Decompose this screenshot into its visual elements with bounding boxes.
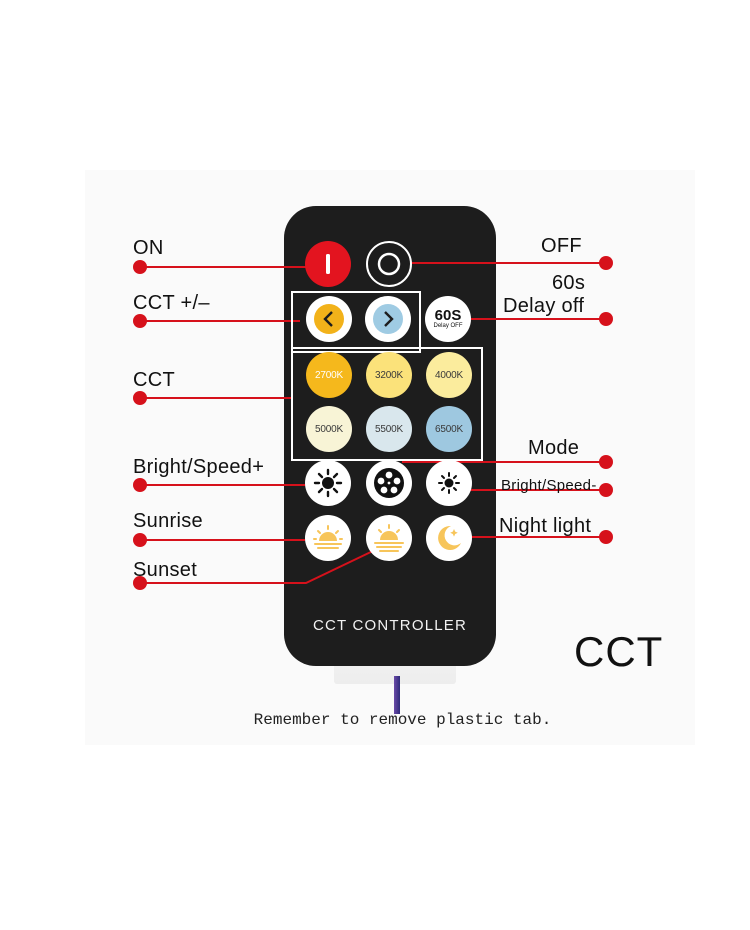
label-off: OFF xyxy=(541,235,582,257)
chevron-right-icon xyxy=(373,304,403,334)
label-bright-minus: Bright/Speed- xyxy=(501,477,597,494)
sun-small-icon xyxy=(438,472,460,494)
power-on-icon xyxy=(326,254,330,274)
plastic-tab-note: Remember to remove plastic tab. xyxy=(253,711,552,729)
label-on: ON xyxy=(133,237,164,259)
sunset-button[interactable] xyxy=(366,515,412,561)
cct-increase-button[interactable] xyxy=(365,296,411,342)
cct-decrease-button[interactable] xyxy=(306,296,352,342)
label-sunset: Sunset xyxy=(133,559,198,581)
preset-3200k-button[interactable]: 3200K xyxy=(366,352,412,398)
preset-3200k-label: 3200K xyxy=(375,369,403,381)
moon-icon xyxy=(438,525,461,550)
label-sunrise: Sunrise xyxy=(133,510,203,532)
sun-large-icon xyxy=(313,468,343,498)
reel-icon xyxy=(374,468,404,498)
mode-button[interactable] xyxy=(366,460,412,506)
label-night-light: Night light xyxy=(499,515,592,537)
power-off-icon xyxy=(377,252,401,276)
cct-adjust-group-box xyxy=(291,291,421,353)
on-button[interactable] xyxy=(305,241,351,287)
chevron-left-icon xyxy=(314,304,344,334)
label-cct: CCT xyxy=(133,369,176,391)
preset-4000k-label: 4000K xyxy=(435,369,463,381)
off-button[interactable] xyxy=(366,241,412,287)
preset-2700k-button[interactable]: 2700K xyxy=(306,352,352,398)
label-mode: Mode xyxy=(528,437,580,459)
delay-off-button[interactable]: 60S Delay OFF xyxy=(425,296,471,342)
battery-ribbon xyxy=(394,676,400,714)
sunrise-icon xyxy=(313,525,343,549)
preset-5500k-label: 5500K xyxy=(375,423,403,435)
label-delay-top: 60s xyxy=(552,272,586,294)
preset-5000k-label: 5000K xyxy=(315,423,343,435)
sunrise-button[interactable] xyxy=(305,515,351,561)
product-title: CCT xyxy=(574,628,664,675)
preset-5500k-button[interactable]: 5500K xyxy=(366,406,412,452)
delay-button-sub-text: Delay OFF xyxy=(433,322,463,329)
preset-6500k-button[interactable]: 6500K xyxy=(426,406,472,452)
preset-6500k-label: 6500K xyxy=(435,423,463,435)
label-bright-plus: Bright/Speed+ xyxy=(133,456,265,478)
preset-2700k-label: 2700K xyxy=(315,369,343,381)
night-light-button[interactable] xyxy=(426,515,472,561)
label-cct-adjust: CCT +/– xyxy=(133,292,210,314)
remote-brand-text: CCT CONTROLLER xyxy=(312,617,468,634)
bright-speed-minus-button[interactable] xyxy=(426,460,472,506)
delay-button-main-text: 60S xyxy=(434,306,462,324)
preset-4000k-button[interactable]: 4000K xyxy=(426,352,472,398)
bright-speed-plus-button[interactable] xyxy=(305,460,351,506)
preset-5000k-button[interactable]: 5000K xyxy=(306,406,352,452)
label-delay-bottom: Delay off xyxy=(503,295,585,317)
sunset-icon xyxy=(374,524,404,552)
